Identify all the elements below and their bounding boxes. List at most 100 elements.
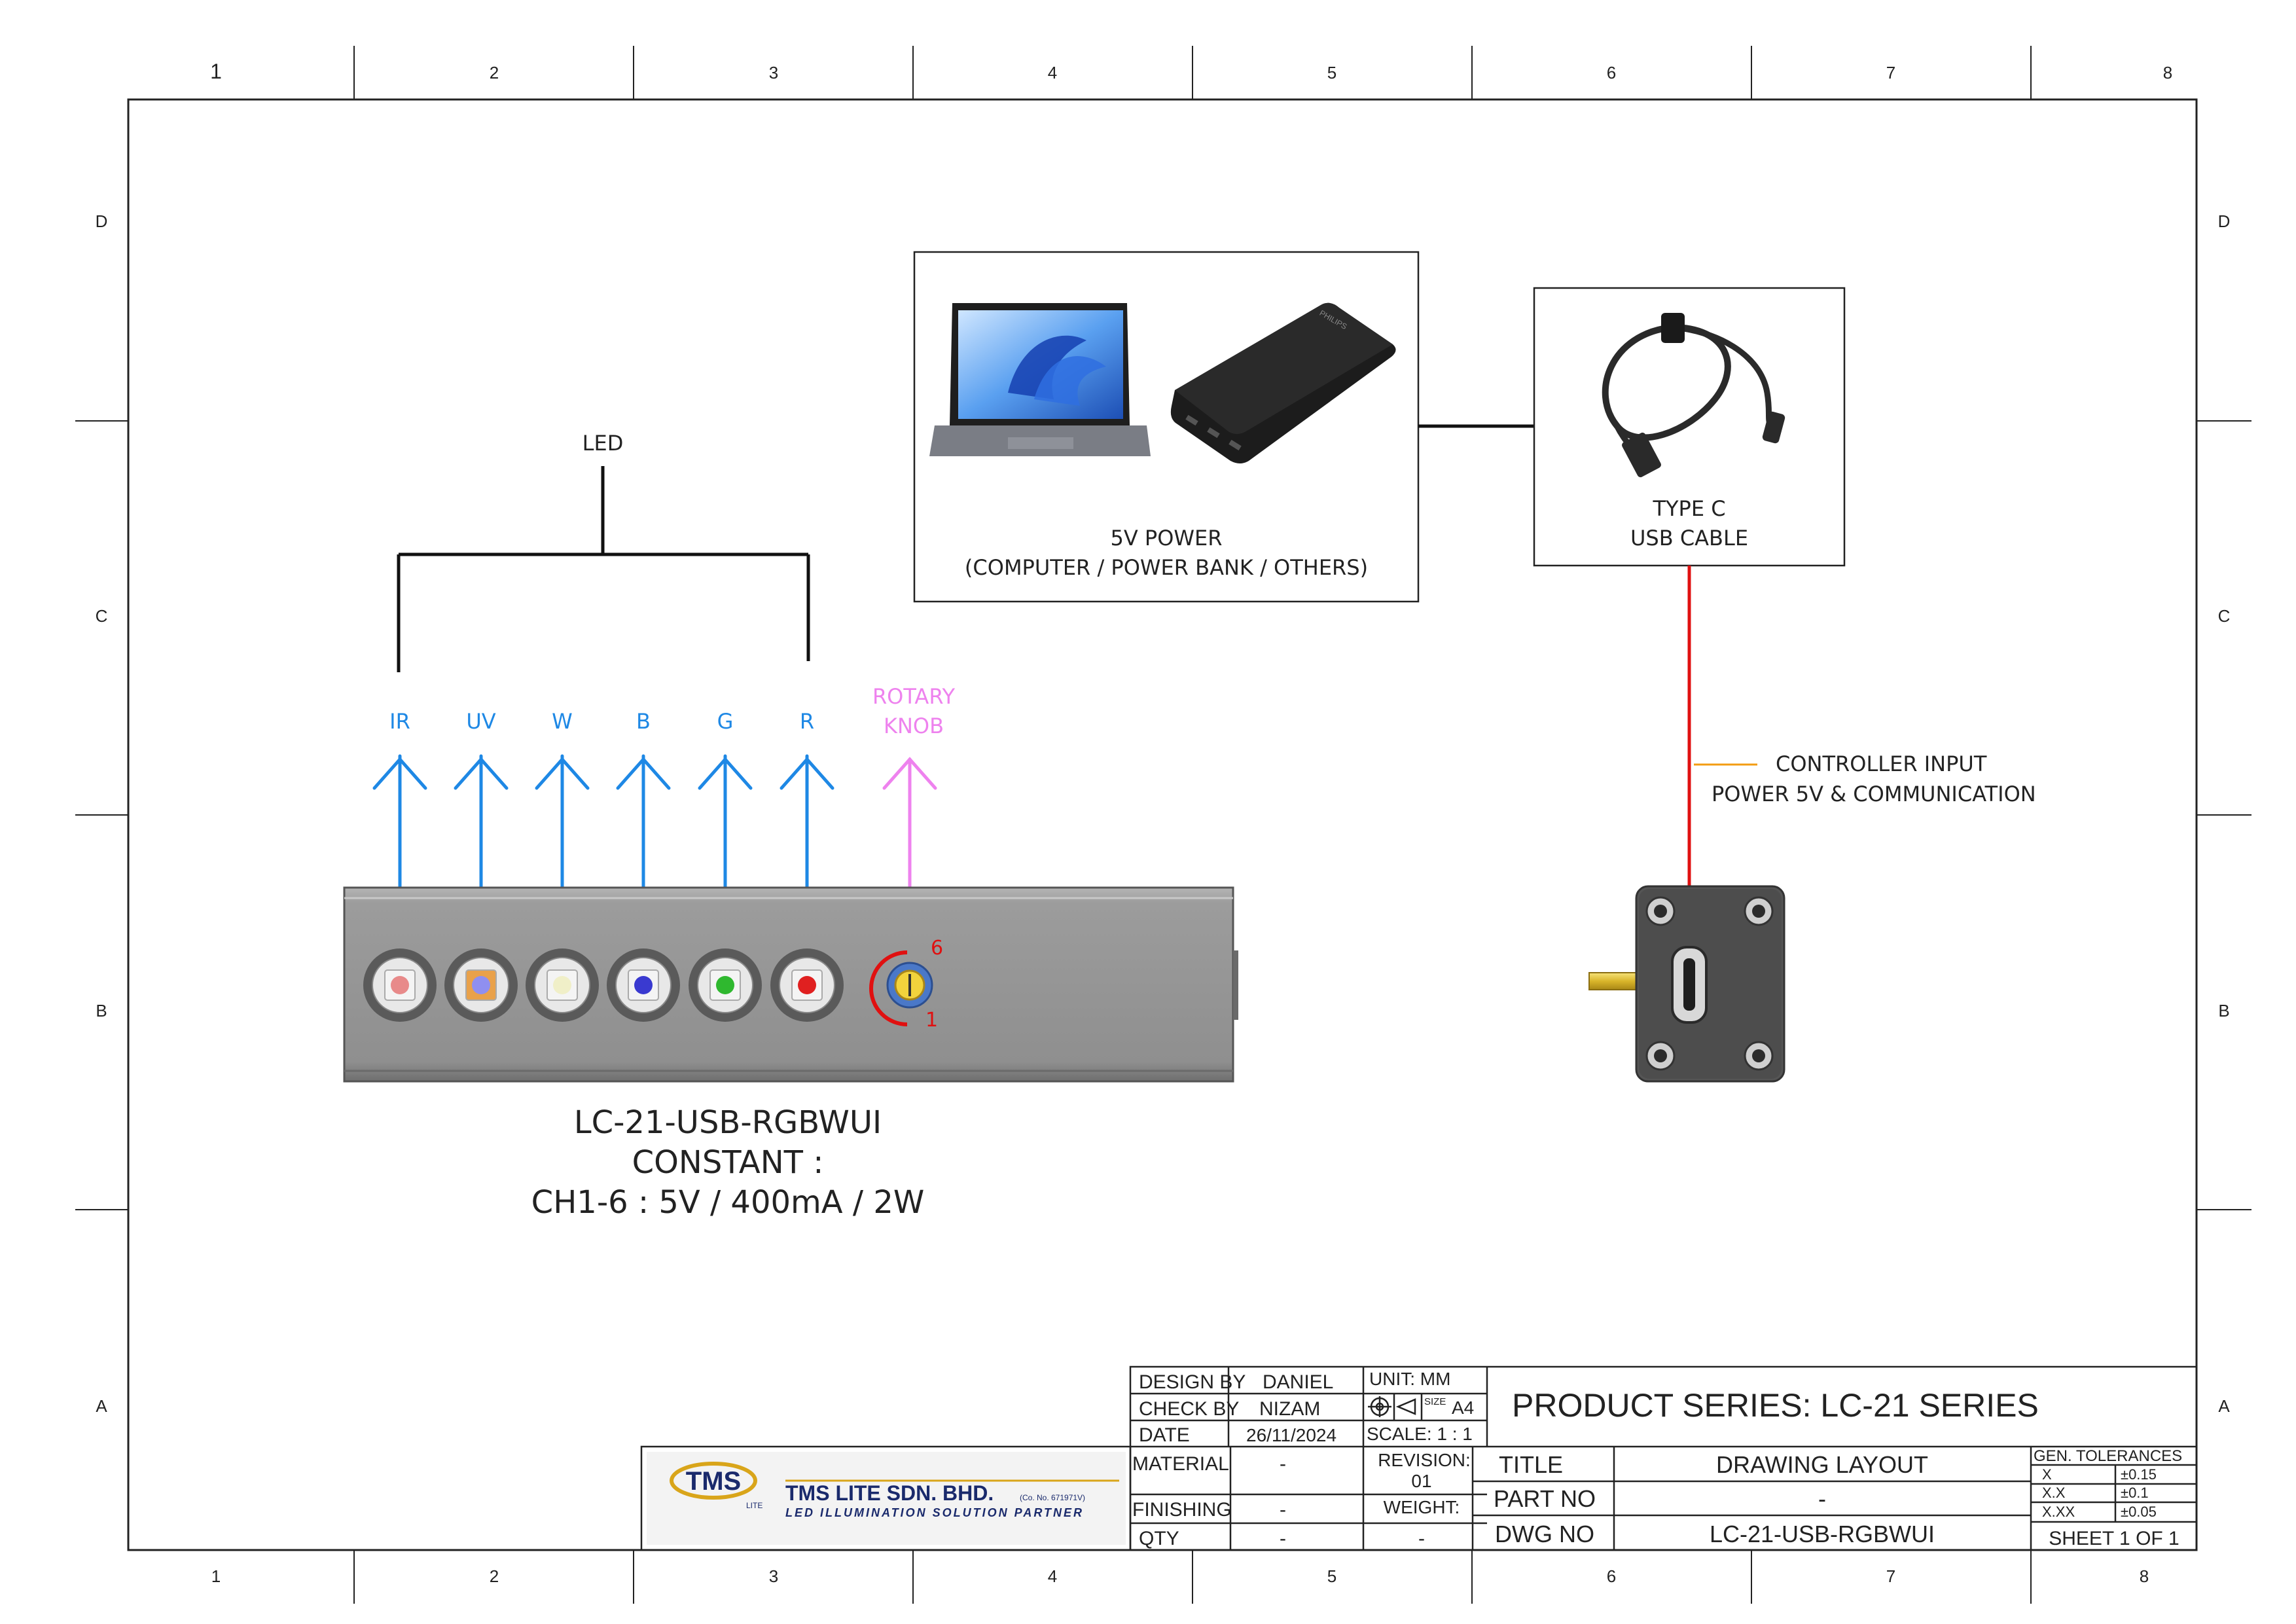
rotary-mark-min: 1 [925, 1009, 938, 1032]
scale-label: SCALE: 1 : 1 [1367, 1424, 1473, 1444]
tolerance-xxx-value: ±0.05 [2121, 1504, 2157, 1520]
logo-mark: TMS [686, 1467, 741, 1496]
led-g [689, 948, 762, 1022]
tolerance-x-value: ±0.15 [2121, 1466, 2157, 1483]
col-label: 4 [1048, 1566, 1057, 1586]
power-label-line1: 5V POWER [1111, 526, 1223, 550]
dwg-no-label: DWG NO [1495, 1521, 1594, 1547]
laptop-image [929, 303, 1151, 456]
material-value: - [1280, 1453, 1286, 1475]
company-reg: (Co. No. 671971V) [1020, 1493, 1085, 1502]
usb-c-plug-icon [1762, 411, 1785, 444]
logo-sub: LITE [746, 1501, 762, 1510]
row-label: D [96, 211, 108, 231]
revision-label: REVISION: [1378, 1450, 1471, 1470]
led-ir [363, 948, 437, 1022]
col-label: 4 [1048, 63, 1057, 82]
product-constant: CONSTANT : [632, 1144, 824, 1181]
power-label-line2: (COMPUTER / POWER BANK / OTHERS) [965, 555, 1368, 580]
col-label: 7 [1886, 63, 1895, 82]
usb-a-plug-icon [1622, 432, 1661, 478]
channel-label-w: W [552, 709, 573, 734]
col-label: 1 [211, 1566, 221, 1586]
tolerance-xx-label: X.X [2042, 1485, 2066, 1501]
size-value: A4 [1452, 1398, 1474, 1418]
channel-label-g: G [717, 709, 734, 734]
rotary-label-line2: KNOB [884, 713, 944, 738]
led-uv [444, 948, 518, 1022]
row-label: C [2218, 606, 2231, 626]
led-group-label: LED [583, 431, 624, 456]
projection-symbol-icon [1368, 1396, 1416, 1417]
row-label: D [2218, 211, 2231, 231]
product-rating: CH1-6 : 5V / 400mA / 2W [531, 1184, 925, 1221]
usb-port-panel [1588, 885, 1785, 1083]
col-label: 3 [769, 63, 778, 82]
weight-label: WEIGHT: [1384, 1497, 1460, 1517]
company-tagline: LED ILLUMINATION SOLUTION PARTNER [785, 1506, 1084, 1519]
col-label: 2 [490, 63, 499, 82]
unit-label: UNIT: MM [1369, 1369, 1450, 1389]
part-no-value: - [1818, 1485, 1826, 1512]
design-by-label: DESIGN BY [1139, 1371, 1246, 1393]
power-bank-image: PHILIPS [1170, 302, 1396, 463]
row-label: B [96, 1001, 107, 1020]
rotary-knob: 6 1 [869, 937, 943, 1032]
led-group-bracket [397, 466, 810, 672]
col-label: 7 [1886, 1566, 1895, 1586]
product-model: LC-21-USB-RGBWUI [574, 1104, 882, 1141]
controller-input-line2: POWER 5V & COMMUNICATION [1712, 782, 2036, 806]
cable-label-line1: TYPE C [1652, 496, 1725, 521]
row-label: C [96, 606, 108, 626]
usb-cable-box: TYPE C USB CABLE [1533, 287, 1846, 567]
controller-housing: 6 1 [343, 886, 1238, 1083]
check-by-label: CHECK BY [1139, 1398, 1239, 1420]
row-label: B [2218, 1001, 2229, 1020]
col-label: 8 [2163, 63, 2172, 82]
check-by-value: NIZAM [1259, 1398, 1320, 1420]
power-source-box: PHILIPS 5V POWER (COMPUTER / POWER BANK … [913, 251, 1420, 603]
qty-value: - [1280, 1528, 1286, 1549]
title-value: DRAWING LAYOUT [1716, 1451, 1928, 1478]
tolerance-xxx-label: X.XX [2042, 1504, 2075, 1520]
row-label: A [2218, 1396, 2230, 1416]
part-no-label: PART NO [1494, 1485, 1596, 1512]
design-by-value: DANIEL [1263, 1371, 1333, 1393]
channel-label-uv: UV [466, 709, 495, 734]
col-label: 1 [210, 60, 222, 83]
weight-value: - [1418, 1528, 1425, 1549]
col-label: 5 [1327, 63, 1336, 82]
qty-label: QTY [1139, 1528, 1179, 1549]
row-label: A [96, 1396, 107, 1416]
channel-label-ir: IR [389, 709, 410, 734]
led-r [770, 948, 844, 1022]
channel-label-b: B [636, 709, 651, 734]
cable-label-line2: USB CABLE [1630, 526, 1748, 550]
dwg-no-value: LC-21-USB-RGBWUI [1710, 1521, 1935, 1547]
col-label: 5 [1327, 1566, 1336, 1586]
title-block: DESIGN BY DANIEL CHECK BY NIZAM DATE 26/… [640, 1365, 2198, 1551]
tolerance-xx-value: ±0.1 [2121, 1485, 2149, 1501]
rotary-label-line1: ROTARY [872, 684, 956, 709]
controller-input-line1: CONTROLLER INPUT [1776, 751, 1987, 776]
revision-value: 01 [1411, 1471, 1431, 1491]
tolerance-x-label: X [2042, 1466, 2052, 1483]
rotary-mark-max: 6 [931, 937, 943, 960]
company-logo: TMS LITE TMS LITE SDN. BHD. (Co. No. 671… [647, 1452, 1126, 1545]
date-value: 26/11/2024 [1246, 1425, 1336, 1445]
led-b [607, 948, 680, 1022]
finishing-value: - [1280, 1499, 1286, 1521]
cable-ferrite-icon [1661, 313, 1685, 343]
finishing-label: FINISHING [1132, 1499, 1232, 1521]
col-label: 3 [769, 1566, 778, 1586]
led-w [526, 948, 599, 1022]
col-label: 6 [1607, 63, 1616, 82]
col-label: 8 [2140, 1566, 2149, 1586]
product-series: PRODUCT SERIES: LC-21 SERIES [1512, 1387, 2039, 1424]
col-label: 6 [1607, 1566, 1616, 1586]
company-name: TMS LITE SDN. BHD. [785, 1481, 994, 1505]
channel-label-r: R [800, 709, 814, 734]
material-label: MATERIAL [1132, 1453, 1229, 1475]
tolerance-header: GEN. TOLERANCES [2034, 1447, 2182, 1465]
